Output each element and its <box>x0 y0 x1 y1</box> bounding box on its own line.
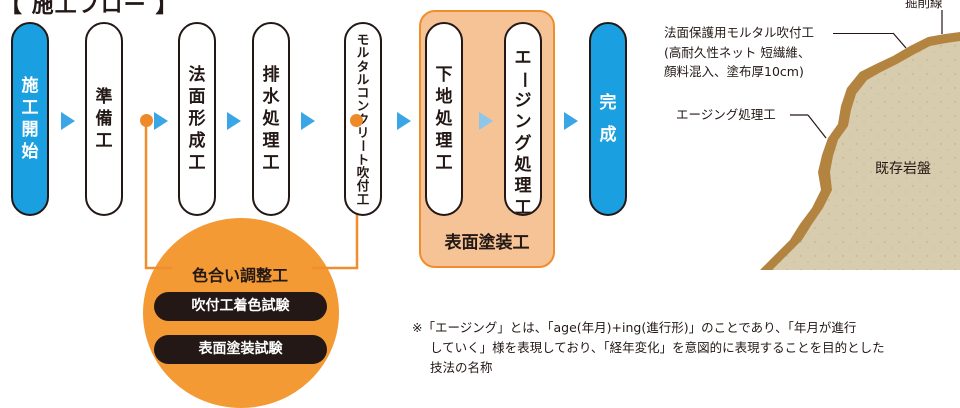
branch-dot <box>140 114 153 127</box>
arrow-icon <box>61 112 75 130</box>
leader-line <box>892 32 907 49</box>
mortar-spray-label: 法面保護用モルタル吹付工 <box>664 25 815 40</box>
surface-coating-label: 表面塗装工 <box>444 233 530 253</box>
mortar-spray-detail-2: 顔料混入、塗布厚10cm) <box>664 64 804 79</box>
step-base-treatment: 下地処理工 <box>425 22 463 216</box>
step-start: 施工開始 <box>11 22 49 216</box>
leader-line <box>807 114 827 139</box>
arrow-icon <box>227 112 241 130</box>
branch-dot <box>350 114 363 127</box>
leader-line <box>833 33 893 35</box>
spray-coloring-test: 吹付工着色試験 <box>154 292 327 321</box>
excavation-line-label: 掘削線 <box>905 0 943 10</box>
step-label: 法面形成工 <box>188 65 206 173</box>
arrow-icon <box>154 112 168 130</box>
step-complete: 完成 <box>589 22 627 216</box>
step-label: エージング処理工 <box>513 48 534 216</box>
surface-coating-test: 表面塗装試験 <box>154 335 327 364</box>
arrow-icon <box>564 112 578 130</box>
step-label: 施工開始 <box>21 76 39 162</box>
bedrock-shape <box>772 41 960 270</box>
mortar-spray-detail-1: (高耐久性ネット 短繊維、 <box>664 45 811 60</box>
step-drainage: 排水処理工 <box>252 22 290 216</box>
color-adjust-title: 色合い調整工 <box>191 266 288 285</box>
step-aging-treatment: エージング処理工 <box>504 22 542 216</box>
step-label: 準備工 <box>95 87 113 151</box>
arrow-icon <box>301 112 315 130</box>
connector-line <box>144 121 172 270</box>
footnote-line-3: 技法の名称 <box>430 360 493 375</box>
footnote-line-2: していく」様を表現しており、「経年変化」を意図的に表現することを目的とした <box>430 340 885 355</box>
slope-cross-section <box>760 10 960 270</box>
arrow-icon <box>479 112 493 130</box>
step-preparation: 準備工 <box>85 22 123 216</box>
step-slope-forming: 法面形成工 <box>178 22 216 216</box>
aging-treatment-label: エージング処理工 <box>676 107 776 122</box>
step-label: 排水処理工 <box>262 65 280 173</box>
step-label: 完成 <box>599 93 617 145</box>
arrow-icon <box>397 112 411 130</box>
footnote-line-1: ※「エージング」とは、「age(年月)+ing(進行形)」のことであり、「年月が… <box>412 320 857 335</box>
section-title: 【 施工フロー 】 <box>0 0 179 18</box>
step-label: 下地処理工 <box>435 65 453 173</box>
bedrock-label: 既存岩盤 <box>875 161 931 177</box>
